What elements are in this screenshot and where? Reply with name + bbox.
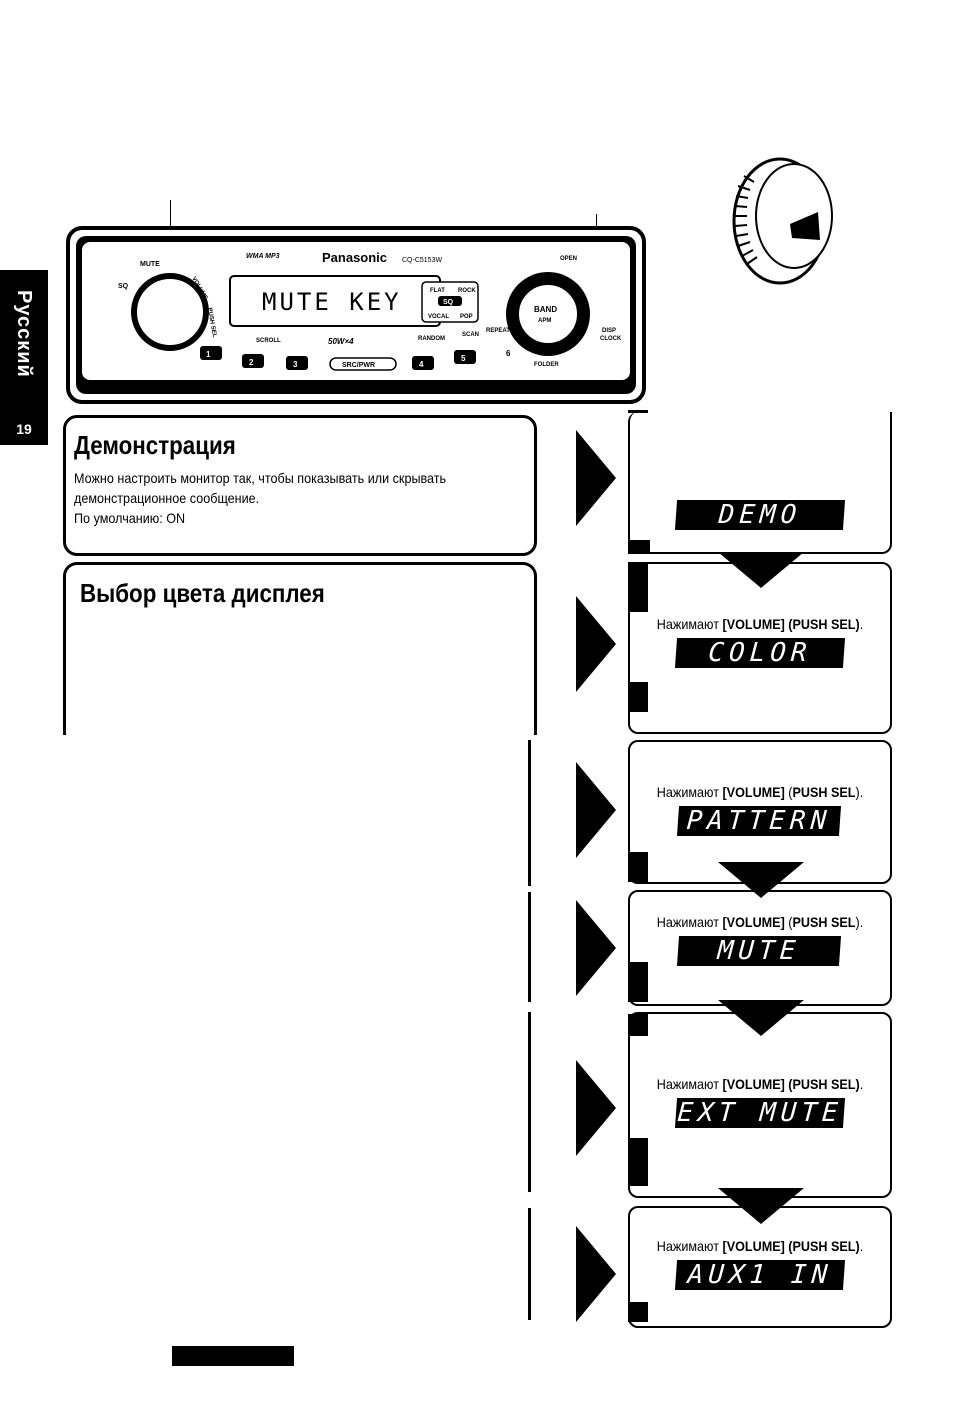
svg-text:CLOCK: CLOCK bbox=[600, 336, 622, 342]
lcd-mute-key: MUTE KEY bbox=[676, 936, 842, 996]
language-tab: Русский 19 bbox=[0, 270, 48, 445]
step-panel-aux1-in: Нажимают [VOLUME] (PUSH SEL). AUX1 IN bbox=[628, 1206, 892, 1328]
svg-text:BAND: BAND bbox=[534, 305, 557, 314]
step-panel-pattern: Нажимают [VOLUME] (PUSH SEL). PATTERN bbox=[628, 740, 892, 884]
svg-text:3: 3 bbox=[293, 360, 298, 369]
arrow-down-icon bbox=[718, 862, 804, 898]
svg-text:1: 1 bbox=[206, 350, 211, 359]
arrow-right-icon bbox=[576, 1226, 616, 1322]
step-panel-ext-mute: Нажимают [VOLUME] (PUSH SEL). EXT MUTE bbox=[628, 1012, 892, 1198]
svg-text:POP: POP bbox=[460, 314, 473, 320]
arrow-right-icon bbox=[576, 900, 616, 996]
svg-text:PUSH SEL: PUSH SEL bbox=[206, 307, 217, 338]
model-name: CQ-C5153W bbox=[402, 257, 442, 264]
svg-text:OPEN: OPEN bbox=[560, 256, 577, 262]
demo-default-value: По умолчанию: ON bbox=[74, 510, 186, 526]
svg-text:4: 4 bbox=[419, 360, 424, 369]
language-label: Русский bbox=[13, 290, 35, 378]
svg-text:DISP: DISP bbox=[602, 328, 616, 334]
instruction-text: Нажимают bbox=[656, 914, 723, 930]
volume-knob-illustration bbox=[720, 146, 840, 286]
svg-text:VOCAL: VOCAL bbox=[428, 314, 449, 320]
lcd-color: COLOR bbox=[674, 638, 846, 668]
step-panel-mute-key: Нажимают [VOLUME] (PUSH SEL). MUTE KEY bbox=[628, 890, 892, 1006]
svg-text:SQ: SQ bbox=[118, 283, 129, 290]
key-label: [VOLUME] (PUSH SEL) bbox=[722, 1076, 860, 1092]
arrow-right-icon bbox=[576, 762, 616, 858]
arrow-right-icon bbox=[576, 1060, 616, 1156]
lcd-pattern: PATTERN bbox=[676, 806, 842, 836]
instruction-text: Нажимают bbox=[656, 1238, 723, 1254]
svg-text:SQ: SQ bbox=[443, 299, 454, 306]
arrow-down-icon bbox=[718, 1188, 804, 1224]
svg-text:REPEAT: REPEAT bbox=[486, 328, 510, 334]
svg-text:5: 5 bbox=[461, 354, 466, 363]
svg-text:APM: APM bbox=[538, 318, 551, 324]
key-label: [VOLUME] (PUSH SEL) bbox=[722, 616, 860, 632]
demo-section-title: Демонстрация bbox=[74, 430, 236, 460]
arrow-right-icon bbox=[576, 596, 616, 692]
color-section bbox=[63, 562, 537, 735]
arrow-down-icon bbox=[718, 1000, 804, 1036]
arrow-down-icon bbox=[718, 552, 804, 588]
footer-bar bbox=[172, 1346, 294, 1366]
svg-text:SCROLL: SCROLL bbox=[256, 338, 281, 344]
car-stereo-faceplate: MUTE KEY FLAT ROCK SQ VOCAL POP Panasoni… bbox=[66, 226, 646, 404]
section-border-line bbox=[528, 740, 531, 886]
svg-text:RANDOM: RANDOM bbox=[418, 336, 445, 342]
demo-section bbox=[63, 415, 537, 556]
section-border-line bbox=[528, 1208, 531, 1320]
key-label: PUSH SEL bbox=[792, 784, 856, 800]
key-label: [VOLUME] bbox=[722, 784, 785, 800]
instruction-text: Нажимают bbox=[656, 784, 723, 800]
volume-knob[interactable] bbox=[131, 273, 209, 351]
key-label: PUSH SEL bbox=[792, 914, 856, 930]
svg-text:FLAT: FLAT bbox=[430, 288, 445, 294]
svg-text:ROCK: ROCK bbox=[458, 288, 476, 294]
svg-text:FOLDER: FOLDER bbox=[534, 362, 559, 368]
demo-description-line2: демонстрационное сообщение. bbox=[74, 490, 260, 506]
lcd-aux1-in: AUX1 IN bbox=[674, 1260, 846, 1290]
instruction-text: Нажимают bbox=[656, 1076, 723, 1092]
lcd-demo: DEMO bbox=[674, 500, 846, 530]
key-label: [VOLUME] bbox=[722, 914, 785, 930]
svg-text:MUTE: MUTE bbox=[140, 261, 160, 268]
device-lcd-text: MUTE KEY bbox=[262, 288, 402, 316]
color-section-title: Выбор цвета дисплея bbox=[80, 578, 325, 608]
brand-logo: Panasonic bbox=[322, 250, 387, 265]
svg-text:SRC/PWR: SRC/PWR bbox=[342, 362, 375, 369]
key-label: [VOLUME] (PUSH SEL) bbox=[722, 1238, 860, 1254]
svg-text:50W×4: 50W×4 bbox=[328, 337, 354, 346]
page-number: 19 bbox=[16, 421, 32, 437]
demo-description-line1: Можно настроить монитор так, чтобы показ… bbox=[74, 470, 447, 486]
section-border-line bbox=[528, 892, 531, 1002]
format-logo: WMA MP3 bbox=[246, 253, 280, 260]
section-border-line bbox=[528, 1012, 531, 1192]
instruction-text: Нажимают bbox=[656, 616, 723, 632]
svg-text:SCAN: SCAN bbox=[462, 332, 479, 338]
lcd-ext-mute: EXT MUTE bbox=[674, 1098, 846, 1128]
svg-text:2: 2 bbox=[249, 358, 254, 367]
svg-text:6: 6 bbox=[506, 349, 511, 358]
arrow-right-icon bbox=[576, 430, 616, 526]
